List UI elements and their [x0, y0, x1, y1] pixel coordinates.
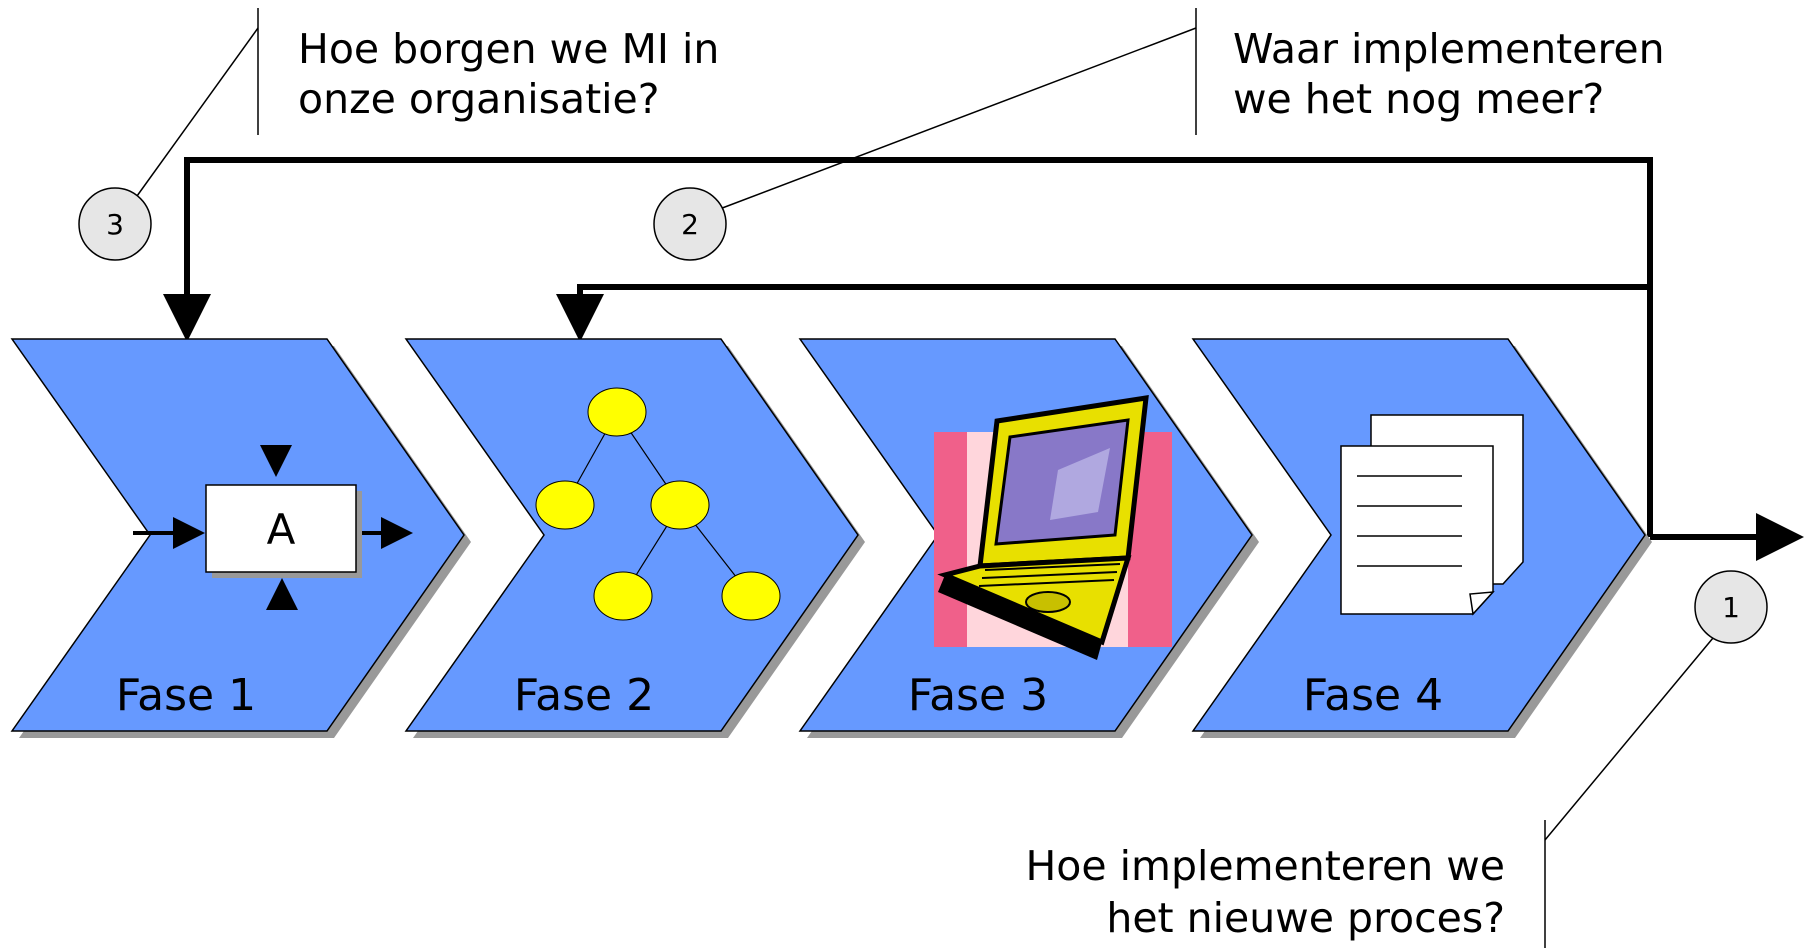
process-box-letter: A [267, 505, 296, 554]
phase-label-fase-2: Fase 2 [514, 670, 654, 721]
number-badge-1: 1 [1694, 570, 1768, 644]
documents-icon [1340, 414, 1524, 616]
feedback-arrows [163, 157, 1804, 561]
chevron-fase-2 [404, 338, 865, 738]
feedback-arrow-to-fase-1 [163, 157, 1653, 537]
chevron-shape [404, 338, 859, 732]
question-3: Hoe borgen we MI in onze organisatie? [136, 8, 719, 197]
process-box-icon: A [133, 445, 413, 610]
laptop-icon [934, 395, 1172, 660]
question-2: Waar implementeren we het nog meer? [716, 8, 1665, 211]
number-badge-1-text: 1 [1722, 591, 1740, 624]
number-badge-2: 2 [653, 187, 727, 261]
question-2-line-1: Waar implementeren [1233, 25, 1665, 73]
question-1-line-1: Hoe implementeren we [1025, 842, 1505, 890]
question-1-leader-line [1544, 637, 1714, 841]
number-badge-2-text: 2 [681, 208, 699, 241]
question-3-leader-line [136, 27, 259, 197]
question-3-line-1: Hoe borgen we MI in [298, 25, 719, 73]
number-badge-3: 3 [78, 187, 152, 261]
number-badge-3-text: 3 [106, 208, 124, 241]
phase-label-fase-4: Fase 4 [1303, 670, 1443, 721]
question-2-leader-line [716, 27, 1197, 211]
phase-label-fase-3: Fase 3 [908, 670, 1048, 721]
question-2-line-2: we het nog meer? [1233, 75, 1604, 123]
phase-label-fase-1: Fase 1 [116, 670, 256, 721]
feedback-arrow-to-fase-2 [556, 284, 1650, 342]
question-1-line-2: het nieuwe proces? [1106, 894, 1505, 942]
question-3-line-2: onze organisatie? [298, 75, 660, 123]
hierarchy-tree-icon [535, 387, 781, 621]
question-1: Hoe implementeren we het nieuwe proces? [1025, 637, 1714, 948]
